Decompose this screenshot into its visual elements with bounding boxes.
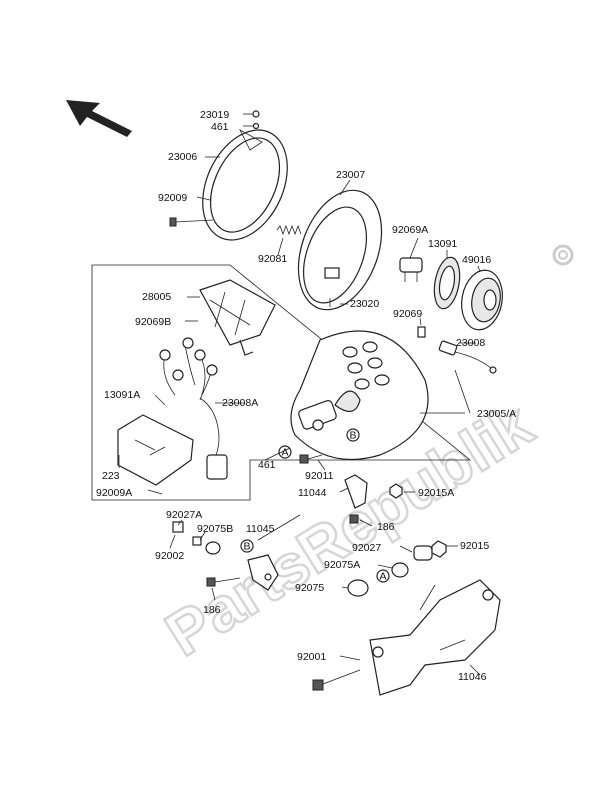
marker-a-lower: A: [376, 569, 390, 583]
leader-lines: [118, 113, 481, 676]
label-223: 223: [102, 470, 120, 482]
headlight-reflector: [297, 189, 383, 311]
position-lamp-23008: [438, 340, 497, 374]
collar-92027: [413, 545, 433, 561]
label-23005A: 23005/A: [477, 408, 516, 420]
label-49016: 49016: [462, 254, 491, 266]
label-11045: 11045: [246, 523, 275, 535]
stay-11046: [369, 579, 501, 696]
label-92075B: 92075B: [197, 523, 233, 535]
bracket-11045: [247, 554, 279, 591]
label-23007: 23007: [336, 169, 365, 181]
label-23006: 23006: [168, 151, 197, 163]
label-92002: 92002: [155, 550, 184, 562]
label-23008: 23008: [456, 337, 485, 349]
bolt-92011: [299, 454, 323, 464]
grommet-92075B: [205, 541, 221, 555]
label-92001: 92001: [297, 651, 326, 663]
label-186-b: 186: [203, 604, 221, 616]
label-92009A: 92009A: [96, 487, 132, 499]
label-461-top: 461: [211, 121, 229, 133]
bolt-92002: [192, 536, 202, 546]
bracket-28005: [199, 279, 276, 356]
headlight-housing: [290, 330, 429, 461]
nut-92015: [431, 540, 447, 558]
label-92027: 92027: [352, 542, 381, 554]
wiring-harness-23008A: [159, 337, 228, 480]
svg-text:A: A: [379, 571, 386, 583]
label-92069A: 92069A: [392, 224, 428, 236]
headlight-rim: [202, 110, 288, 241]
clip-92069: [417, 326, 426, 338]
bolt-186-left: [206, 577, 241, 587]
label-92075: 92075: [295, 582, 324, 594]
label-11046: 11046: [458, 671, 487, 683]
label-92011: 92011: [305, 470, 334, 482]
nut-92015A: [389, 483, 403, 499]
cover-49016: [461, 269, 503, 331]
grommet-92075: [347, 579, 369, 597]
gear-icon: [552, 244, 574, 266]
label-28005: 28005: [142, 291, 171, 303]
label-92009: 92009: [158, 192, 187, 204]
screw-92009A: [147, 489, 163, 495]
label-23020: 23020: [350, 298, 379, 310]
label-23019: 23019: [200, 109, 229, 121]
label-461-mid: 461: [258, 459, 276, 471]
screw-92009: [169, 217, 214, 227]
label-92075A: 92075A: [324, 559, 360, 571]
svg-text:B: B: [349, 430, 356, 442]
marker-b-lower: B: [240, 539, 254, 553]
label-13091A: 13091A: [104, 389, 140, 401]
headlight-bulb: [399, 257, 423, 282]
label-92015A: 92015A: [418, 487, 454, 499]
label-92015: 92015: [460, 540, 489, 552]
label-92081: 92081: [258, 253, 287, 265]
label-92069B: 92069B: [135, 316, 171, 328]
marker-b-upper: B: [346, 428, 360, 442]
bolt-92001: [312, 669, 361, 691]
svg-text:A: A: [281, 447, 288, 459]
collar-92027A: [172, 521, 184, 533]
label-11044: 11044: [298, 487, 327, 499]
spring-92081: [276, 224, 302, 236]
svg-text:B: B: [243, 541, 250, 553]
grommet-92075A: [391, 562, 409, 578]
label-13091: 13091: [428, 238, 457, 250]
plate-13091A: [117, 414, 194, 486]
front-direction-arrow-icon: [66, 100, 132, 137]
socket-13091: [433, 256, 461, 310]
label-92027A: 92027A: [166, 509, 202, 521]
label-186-a: 186: [377, 521, 395, 533]
housing-group-box: [91, 264, 472, 501]
bracket-11044: [344, 474, 368, 524]
label-92069: 92069: [393, 308, 422, 320]
label-23008A: 23008A: [222, 397, 258, 409]
